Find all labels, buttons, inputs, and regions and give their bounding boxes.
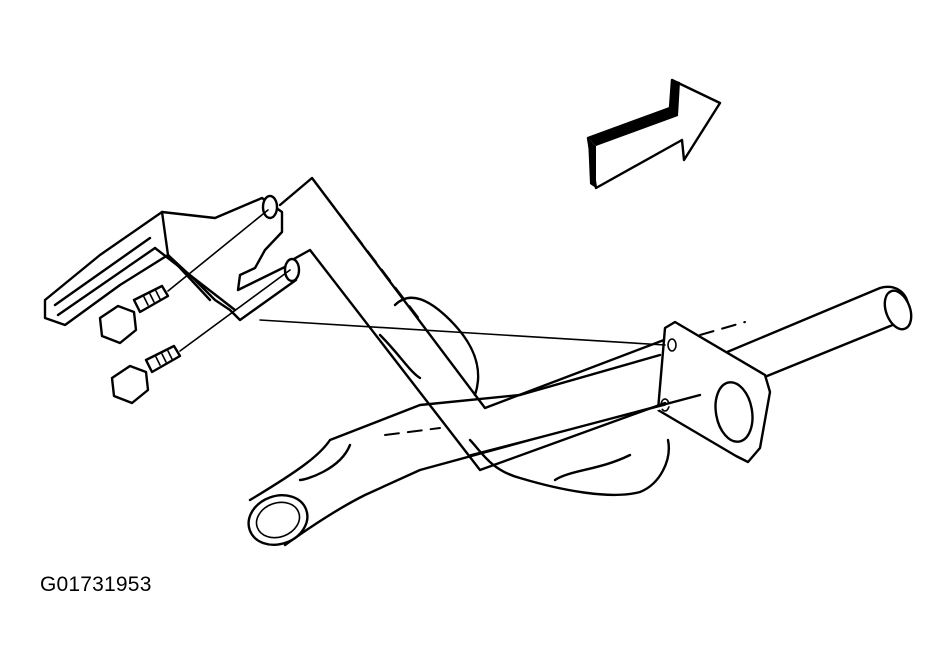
front-direction-arrow-icon — [586, 78, 722, 190]
figure-code: G01731953 — [40, 573, 152, 596]
bolt-lower — [110, 269, 291, 405]
exhaust-pipe — [247, 285, 913, 547]
bolt-upper — [98, 209, 269, 345]
mounting-bracket — [43, 194, 301, 327]
hanger-rod — [278, 176, 667, 472]
pipe-inlet-opening — [247, 494, 309, 546]
pipe-flange — [656, 320, 772, 464]
